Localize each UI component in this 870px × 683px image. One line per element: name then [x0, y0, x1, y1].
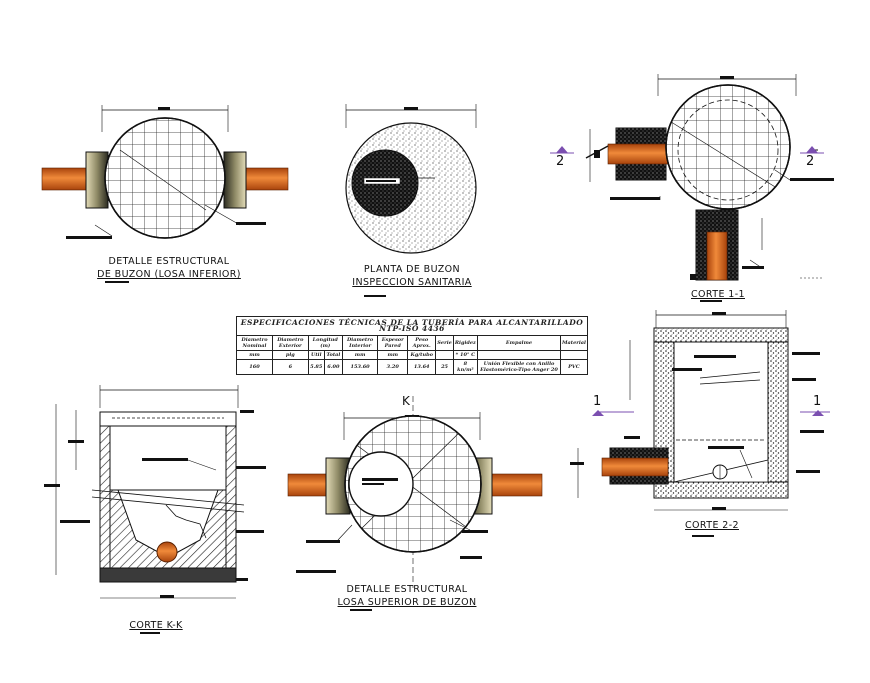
caption-losa-inferior: DETALLE ESTRUCTURAL DE BUZON (LOSA INFER…: [96, 255, 242, 281]
losa-superior-detail: [287, 396, 543, 611]
sub-mm-2: mm: [341, 350, 379, 360]
caption-losa-inferior-line1: DETALLE ESTRUCTURAL: [108, 256, 230, 267]
caption-planta-line2: INSPECCION SANITARIA: [352, 277, 472, 288]
sub-kgtubo: Kg/tubo: [407, 350, 437, 360]
spec-table: ESPECIFICACIONES TÉCNICAS DE LA TUBERÍA …: [236, 316, 589, 375]
cell-rigidez: 8 kn/m²: [452, 359, 478, 375]
sub-mm-3: mm: [377, 350, 409, 360]
cell-longitud-total: 6.00: [323, 359, 343, 375]
caption-corte-1-1: CORTE 1-1: [691, 289, 745, 300]
spec-table-title: ESPECIFICACIONES TÉCNICAS DE LA TUBERÍA …: [236, 316, 588, 336]
th-rigidez: Rigidez: [452, 335, 478, 351]
cell-diametro-exterior: 6: [271, 359, 309, 375]
sub-kn: * 10° C: [452, 350, 478, 360]
section-mark-1-right: 1: [813, 394, 822, 409]
sub-total: Total: [323, 350, 343, 360]
caption-losa-superior-line2: LOSA SUPERIOR DE BUZON: [337, 597, 477, 608]
sub-serie-blank: [435, 350, 454, 360]
losa-inferior-detail: [41, 105, 289, 283]
sub-material-blank: [559, 350, 589, 360]
th-empalme: Empalme: [476, 335, 561, 351]
caption-losa-superior: DETALLE ESTRUCTURAL LOSA SUPERIOR DE BUZ…: [332, 583, 482, 609]
planta-buzon-plan: [345, 104, 477, 297]
sub-mm-1: mm: [236, 350, 273, 360]
cell-empalme: Unión Flexible con Anillo Elastomérico-T…: [476, 359, 561, 375]
th-diametro-exterior: Diametro Exterior: [271, 335, 309, 351]
th-diametro-interior: Diametro Interior: [341, 335, 379, 351]
sub-util: Util: [307, 350, 325, 360]
sub-pulg: plg: [271, 350, 309, 360]
caption-planta-line1: PLANTA DE BUZON: [363, 264, 461, 275]
cell-longitud-util: 5.85: [307, 359, 325, 375]
th-espesor-pared: Espesor Pared: [377, 335, 409, 351]
section-mark-1-left: 1: [593, 394, 602, 409]
th-material: Material: [559, 335, 589, 351]
section-mark-2-left: 2: [556, 154, 565, 169]
th-longitud: Longitud (m): [307, 335, 343, 351]
caption-corte-k-k: CORTE K-K: [129, 620, 183, 631]
section-mark-k: K: [402, 394, 410, 408]
cell-diametro-nominal: 160: [236, 359, 273, 375]
cell-peso-aprox: 13.64: [407, 359, 437, 375]
section-mark-2-right: 2: [806, 154, 815, 169]
th-peso-aprox: Peso Aprox.: [407, 335, 437, 351]
caption-corte-2-2: CORTE 2-2: [685, 520, 739, 531]
th-serie: Serie: [435, 335, 454, 351]
caption-planta: PLANTA DE BUZON INSPECCION SANITARIA: [350, 263, 474, 289]
cell-diametro-interior: 153.60: [341, 359, 379, 375]
cell-serie: 25: [435, 359, 454, 375]
caption-losa-inferior-line2: DE BUZON (LOSA INFERIOR): [97, 269, 241, 280]
cell-material: PVC: [559, 359, 589, 375]
caption-losa-superior-line1: DETALLE ESTRUCTURAL: [346, 584, 468, 595]
sub-empalme-blank: [476, 350, 561, 360]
corte-1-1-section: [550, 74, 834, 302]
th-diametro-nominal: Diametro Nominal: [236, 335, 273, 351]
corte-2-2-section: [570, 310, 830, 537]
cell-espesor-pared: 3.20: [377, 359, 409, 375]
corte-k-k-section: [44, 385, 266, 634]
